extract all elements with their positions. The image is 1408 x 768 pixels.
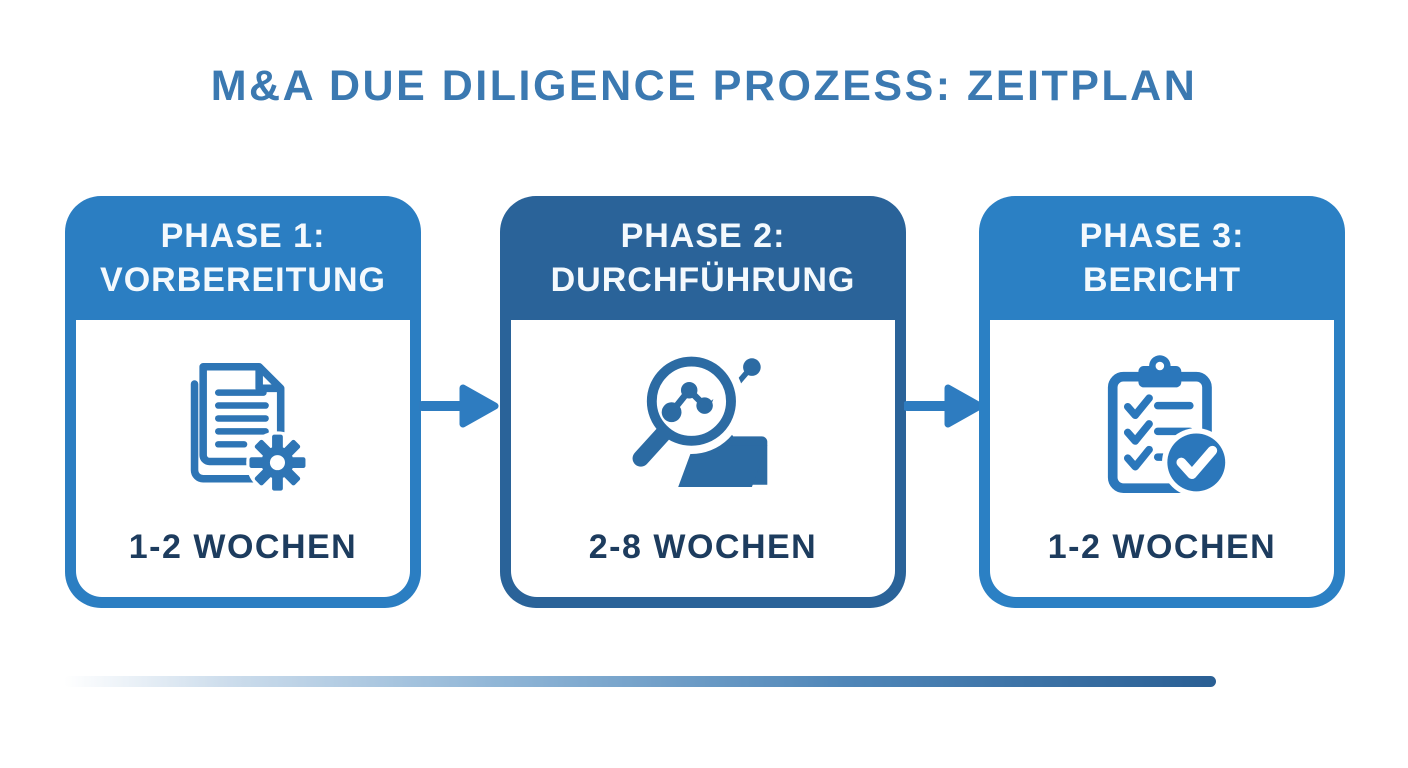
phase-2-title-line1: PHASE 2: <box>620 216 786 255</box>
phase-3-card: PHASE 3: BERICHT <box>979 196 1345 608</box>
phase-3-duration: 1-2 WOCHEN <box>1047 528 1277 566</box>
phase-1-header: PHASE 1: VORBEREITUNG <box>65 196 421 320</box>
phase-3-title-line1: PHASE 3: <box>1079 216 1245 255</box>
phase-1-title-line2: VORBEREITUNG <box>100 261 386 299</box>
arrow-right-icon <box>902 378 984 434</box>
phase-2-header: PHASE 2: DURCHFÜHRUNG <box>500 196 906 320</box>
arrow-right-icon <box>417 378 499 434</box>
documents-gear-icon <box>173 320 313 528</box>
phase-2-duration: 2-8 WOCHEN <box>588 528 818 566</box>
phase-2-card: PHASE 2: DURCHFÜHRUNG <box>500 196 906 608</box>
page-title: M&A DUE DILIGENCE PROZESS: ZEITPLAN <box>210 62 1198 110</box>
timeline-gradient-bar <box>64 676 1216 687</box>
clipboard-checklist-icon <box>1087 320 1237 528</box>
phase-3-header: PHASE 3: BERICHT <box>979 196 1345 320</box>
phase-2-title-line2: DURCHFÜHRUNG <box>550 261 856 299</box>
magnifier-chart-folder-icon <box>621 320 786 528</box>
phase-1-duration: 1-2 WOCHEN <box>128 528 358 566</box>
phase-1-body: 1-2 WOCHEN <box>76 320 410 597</box>
phase-1-card: PHASE 1: VORBEREITUNG <box>65 196 421 608</box>
phase-3-title-line2: BERICHT <box>1082 261 1242 299</box>
phase-3-body: 1-2 WOCHEN <box>990 320 1334 597</box>
phase-2-body: 2-8 WOCHEN <box>511 320 895 597</box>
phase-1-title-line1: PHASE 1: <box>160 216 326 255</box>
